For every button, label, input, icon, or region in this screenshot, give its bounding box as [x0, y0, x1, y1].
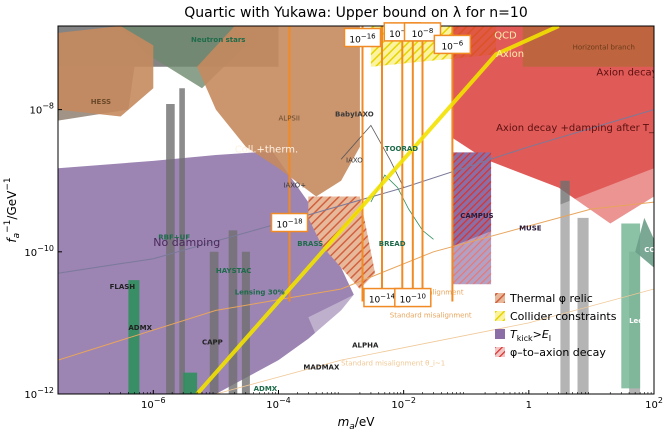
chart-title: Quartic with Yukawa: Upper bound on λ fo… — [184, 5, 527, 21]
label-campus: CAMPUS — [460, 212, 493, 220]
lambda-label-box — [343, 27, 382, 48]
haloscope-stripe — [241, 251, 250, 394]
label-qcd: QCD — [494, 31, 517, 42]
legend-label: Thermal φ relic — [509, 292, 593, 305]
label-capp: CAPP — [202, 338, 223, 346]
haloscope-stripe — [577, 217, 589, 394]
label-toorad: TOORAD — [385, 145, 418, 153]
label-madmax: MADMAX — [303, 364, 340, 372]
brown-left-region — [58, 26, 154, 117]
thermal-relic-region — [308, 196, 376, 289]
allowed-wedge — [308, 168, 654, 394]
iaxo-curve — [340, 124, 405, 188]
label-bread: BREAD — [379, 240, 406, 248]
label-alpsii: ALPSII — [279, 115, 300, 123]
axion-decay-region — [452, 26, 654, 224]
label-decay-ti: Axion decay +damping after T_i — [496, 123, 657, 134]
legend-swatch — [495, 347, 505, 357]
label-admx: ADMX — [128, 324, 152, 332]
lensing-curve — [58, 109, 654, 274]
coll-therm-region — [197, 26, 360, 197]
exclusion-regions — [58, 26, 654, 394]
x-tick-label: 102 — [645, 396, 663, 411]
label-neutron-stars: Neutron stars — [191, 36, 245, 44]
coupling-bands — [195, 26, 560, 394]
label-rbf-uf: RBF+UF — [158, 233, 190, 241]
y-tick-label: 10−8 — [29, 102, 54, 117]
legend-label: Tkick>EI — [510, 328, 551, 343]
haloscope-stripe — [179, 88, 185, 394]
label-iaxo-plus: IAXO+ — [283, 182, 306, 190]
green-strip — [183, 372, 198, 394]
label-lensing: Lensing 30% — [235, 289, 285, 297]
green-strip — [128, 280, 140, 394]
standard-misalignment-curve — [58, 201, 654, 361]
label-coll-therm: Coll.+therm. — [235, 144, 298, 155]
x-tick-label: 10−2 — [391, 396, 416, 411]
label-flash: FLASH — [110, 283, 136, 291]
haloscope-stripe — [560, 180, 570, 394]
qcd-axion-band — [195, 26, 560, 394]
haloscope-stripe — [228, 230, 238, 394]
label-decay-treh: Axion decay +damping after T_reh — [596, 68, 664, 79]
lambda-label-box — [433, 34, 472, 55]
coro-region — [635, 217, 654, 268]
y-axis-label: fa−1/GeV−1 — [3, 177, 22, 242]
label-no-damping: No damping — [153, 236, 220, 249]
label-horizontal-branch: Horizontal branch — [573, 44, 635, 52]
x-tick-label: 10−6 — [141, 396, 166, 411]
y-tick-label: 10−10 — [24, 244, 54, 259]
decay-damping-hatch — [452, 152, 492, 285]
label-haystac: HAYSTAC — [216, 267, 252, 275]
legend-swatch — [495, 329, 505, 339]
standard-misalignment-theta-curve — [215, 288, 654, 394]
plot-frame — [57, 25, 655, 395]
label-alpha: ALPHA — [352, 342, 379, 350]
x-tick-label: 10−4 — [266, 396, 291, 411]
haloscope-stripe — [209, 251, 219, 394]
label-babyiaxo: BabyIAXO — [335, 111, 374, 119]
label-axion: Axion — [496, 49, 524, 60]
lambda-label-box — [394, 287, 432, 308]
legend-label: φ–to–axion decay — [510, 346, 606, 359]
label-iaxo: IAXO — [346, 157, 363, 165]
x-axis-label: ma/eV — [338, 415, 376, 432]
label-admx-2: ADMX — [254, 385, 278, 393]
lambda-bound-lines — [58, 26, 654, 394]
haloscope-stripe — [166, 104, 175, 394]
legend-label: Collider constraints — [510, 310, 617, 323]
horizontal-branch-region — [522, 26, 654, 67]
label-coro: CORO — [644, 246, 664, 254]
y-tick-label: 10−12 — [24, 386, 54, 401]
label-standard-misalignment: Standard misalignment — [390, 311, 472, 319]
x-tick-label: 1 — [526, 400, 532, 411]
lambda-label-box — [403, 22, 442, 42]
label-leo-t: Leo T heating — [629, 317, 664, 325]
label-muse: MUSE — [519, 224, 542, 232]
label-brass: BRASS — [297, 240, 323, 248]
label-standard-misalignment-theta: Standard misalignment θ_i~1 — [341, 360, 445, 368]
legend-swatch — [495, 311, 505, 321]
lambda-label-box — [270, 212, 309, 233]
label-hess: HESS — [91, 98, 111, 106]
legend-swatch — [495, 293, 505, 303]
green-strip — [621, 223, 641, 389]
